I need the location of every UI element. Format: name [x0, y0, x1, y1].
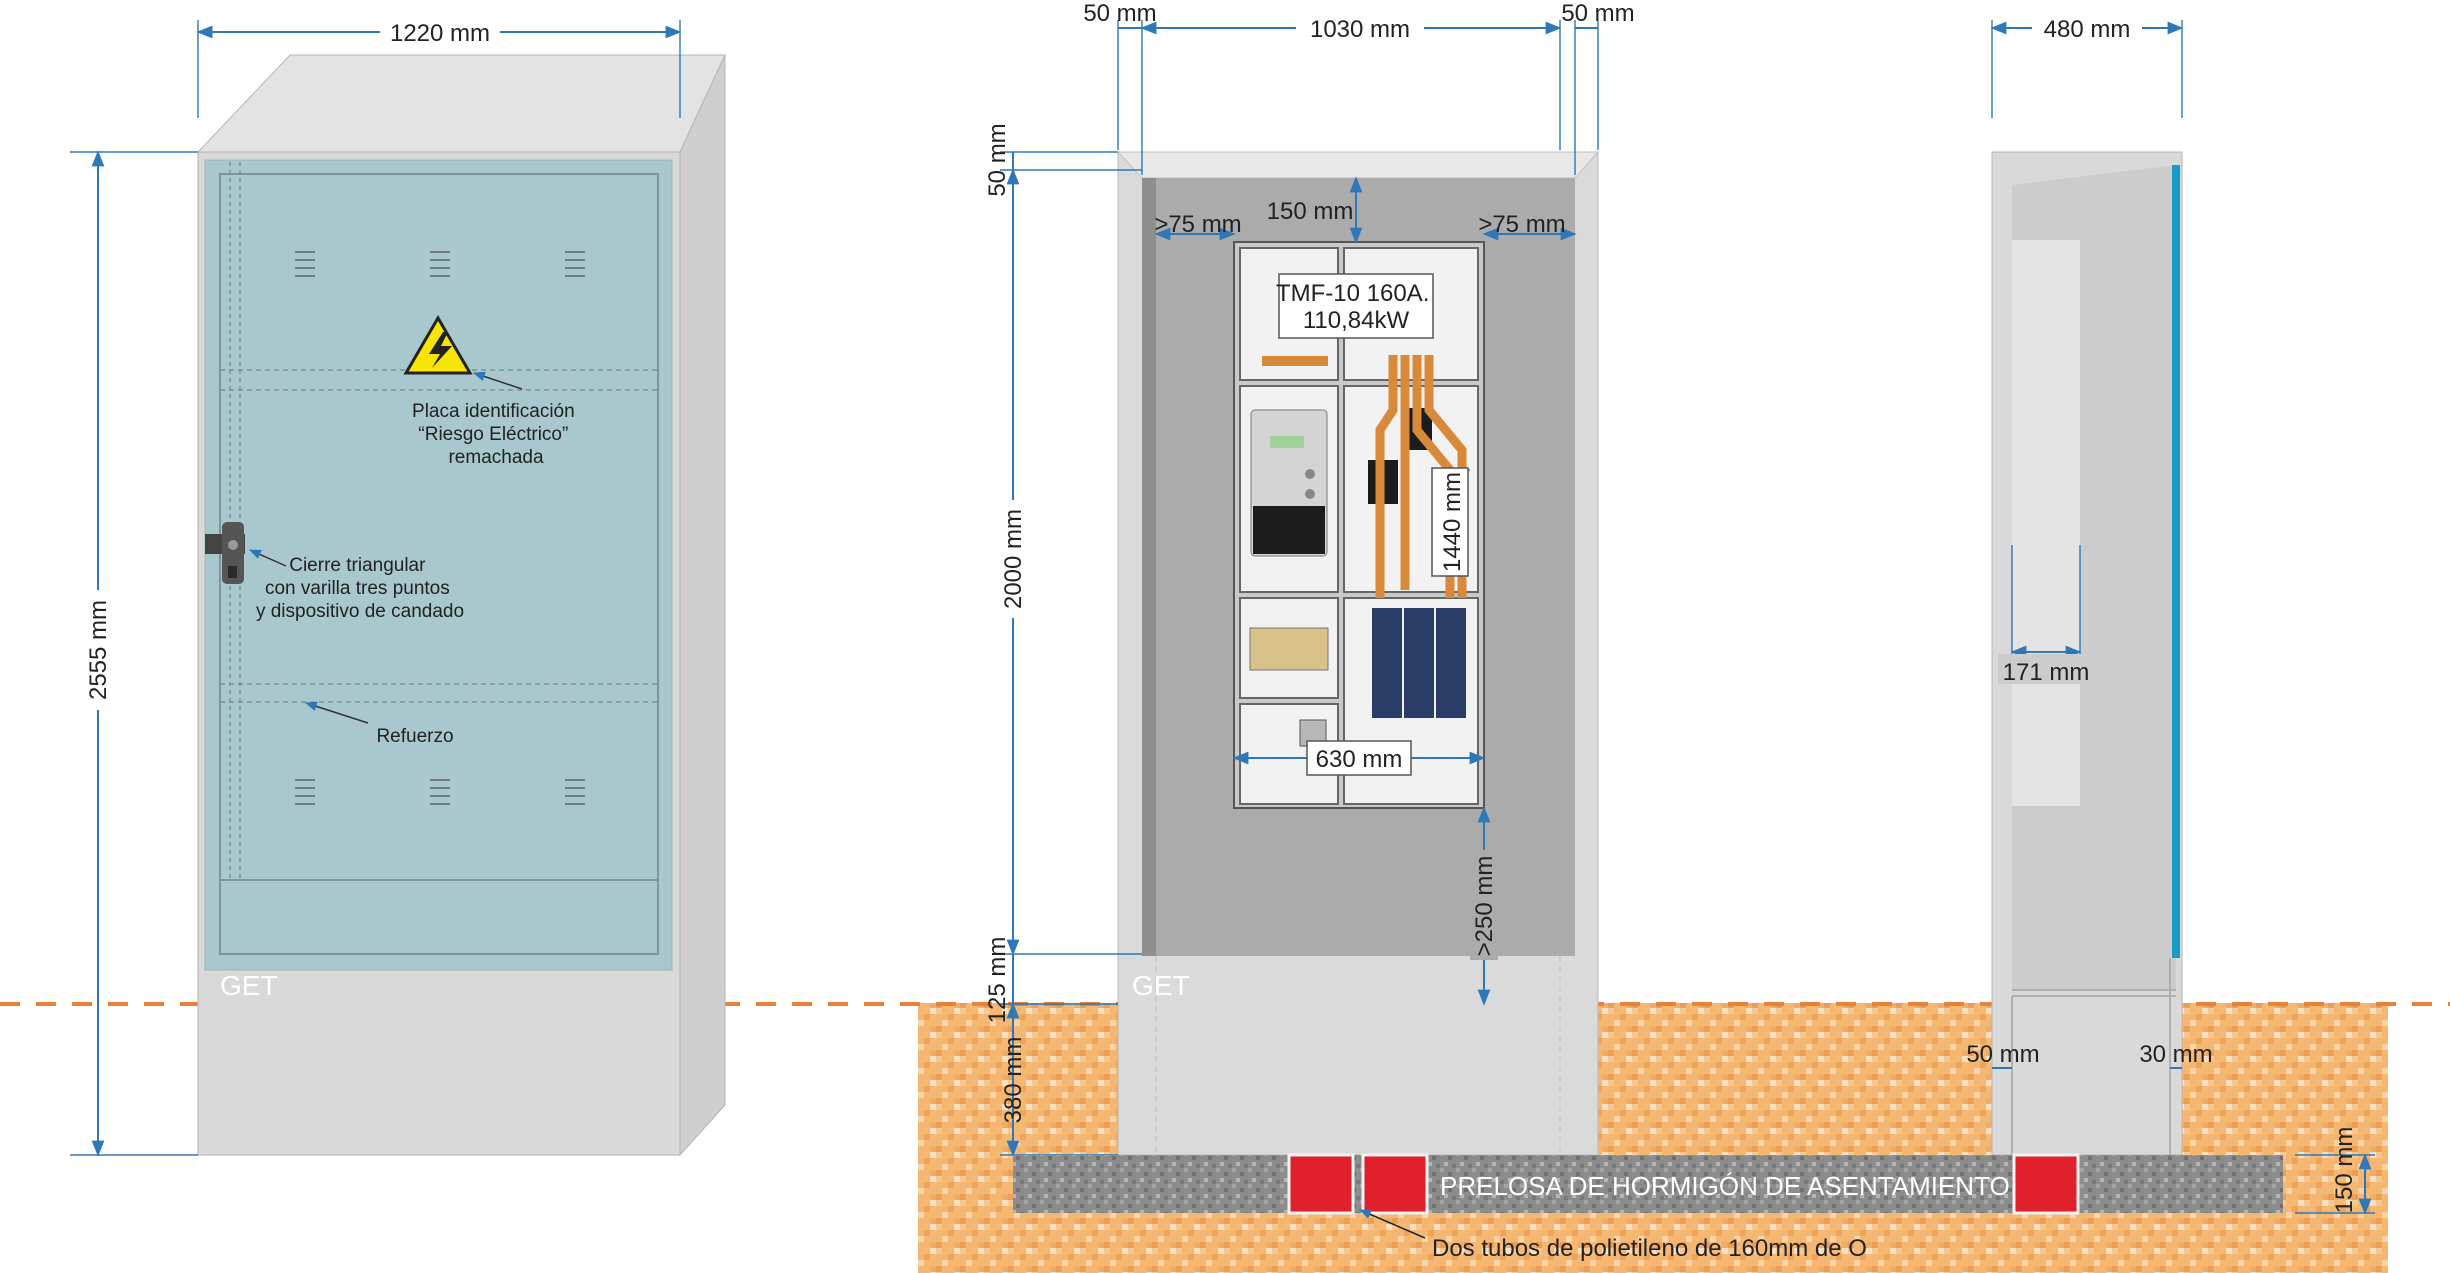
pipe-tube-2 — [1361, 1153, 1429, 1215]
reinforcement-note: Refuerzo — [376, 726, 453, 747]
bottom-clearance-label: >250 mm — [1471, 856, 1498, 957]
inner-height-label: 2000 mm — [1000, 509, 1027, 609]
top-clearance-label: 150 mm — [1267, 198, 1354, 225]
interior-view: TMF-10 160A. 110,84kW 1440 mm 630 mm >25… — [984, 0, 1635, 1157]
inner-depth-label: 171 mm — [2003, 659, 2090, 686]
wall-right-label: 30 mm — [2139, 1041, 2212, 1068]
tubes-note: Dos tubos de polietileno de 160mm de O — [1432, 1235, 1867, 1262]
inner-width-label: 1030 mm — [1310, 16, 1410, 43]
panel-width-label: 630 mm — [1316, 746, 1403, 773]
pipe-tube-3 — [2012, 1153, 2080, 1215]
wall-left-label: 50 mm — [1966, 1041, 2039, 1068]
side-view: 480 mm 171 mm 50 mm 30 mm — [1966, 12, 2213, 1156]
left-margin-label: 50 mm — [1083, 0, 1156, 27]
warning-sign-icon — [403, 315, 473, 375]
breaker-label: TMF-10 160A. 110,84kW — [1276, 280, 1436, 334]
panel-module-terminals — [1239, 597, 1339, 699]
front-brand-label: GET — [220, 970, 278, 1001]
cabinet-door — [204, 159, 673, 971]
slab-thickness-label: 150 mm — [2331, 1127, 2358, 1214]
right-clearance-label: >75 mm — [1478, 211, 1565, 238]
door-frame — [219, 173, 659, 955]
left-clearance-label: >75 mm — [1154, 211, 1241, 238]
panel-height-label: 1440 mm — [1439, 472, 1466, 572]
interior-brand-label: GET — [1132, 970, 1190, 1001]
tubes-leader — [1358, 1209, 1426, 1239]
vent-slots-top — [295, 251, 585, 277]
foundation-slab: PRELOSA DE HORMIGÓN DE ASENTAMIENTO 150 … — [1013, 1127, 2375, 1262]
top-margin-label: 50 mm — [984, 123, 1011, 196]
breaker-label-box — [1278, 273, 1434, 339]
right-margin-label: 50 mm — [1561, 0, 1634, 27]
lock-note: Cierre triangular con varilla tres punto… — [256, 555, 464, 622]
front-view: Placa identificación “Riesgo Eléctrico” … — [70, 16, 726, 1157]
side-door-edge — [2172, 165, 2180, 958]
cabinet-side — [679, 54, 726, 1157]
depth-label: 480 mm — [2044, 16, 2131, 43]
slab-label: PRELOSA DE HORMIGÓN DE ASENTAMIENTO — [1440, 1171, 2010, 1201]
front-width-label: 1220 mm — [390, 20, 490, 47]
sign-note: Placa identificación “Riesgo Eléctrico” … — [412, 401, 580, 468]
front-height-label: 2555 mm — [85, 600, 112, 700]
panel-module-meter — [1239, 385, 1339, 593]
plinth-label: 125 mm — [984, 937, 1011, 1024]
pipe-tube-1 — [1287, 1153, 1355, 1215]
cabinet-top — [196, 54, 726, 153]
buried-label: 380 mm — [1000, 1037, 1027, 1124]
door-lock-icon — [205, 522, 245, 584]
vent-slots-bottom — [295, 779, 585, 805]
side-panel-profile — [2012, 240, 2080, 806]
